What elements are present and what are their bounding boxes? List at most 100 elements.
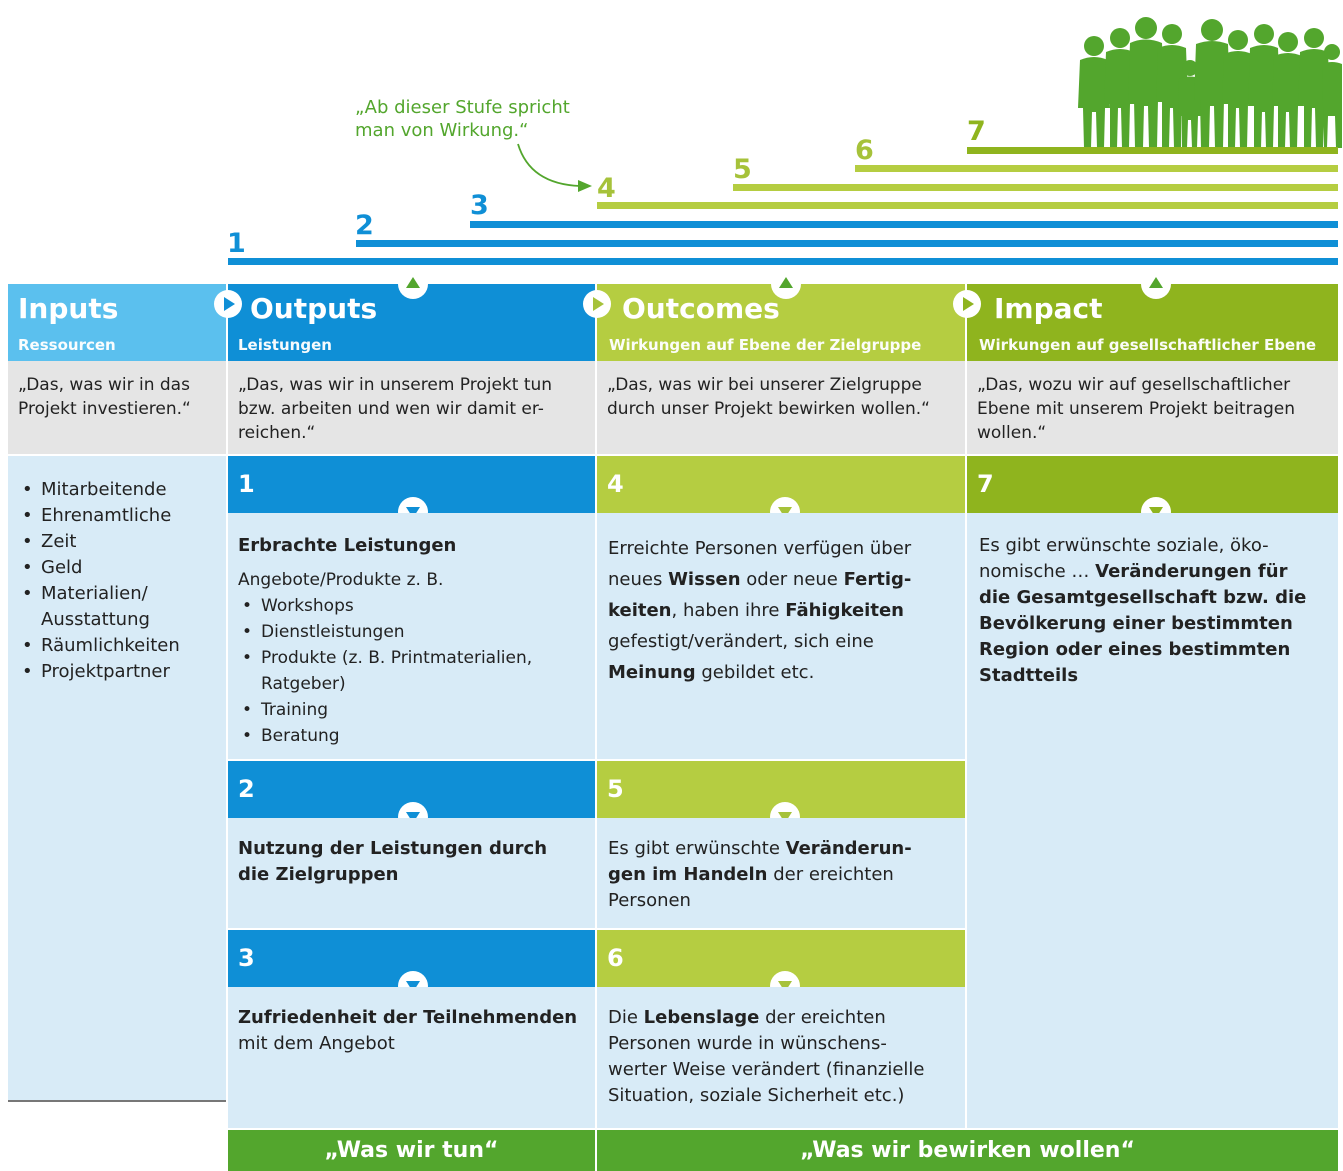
bold-span: Veränderungen für — [1095, 561, 1288, 582]
quote-outputs: „Das, was wir in unserem Projekt tun bzw… — [228, 361, 595, 454]
outcomes-step-4-content: Erreichte Personen verfügen über neues W… — [608, 533, 958, 688]
quote-impact: „Das, wozu wir auf gesellschaftlicher Eb… — [967, 361, 1338, 454]
impact-threshold-note: „Ab dieser Stufe spricht man von Wirkung… — [355, 96, 570, 142]
quote-line: bzw. arbeiten und wen wir damit er- — [238, 399, 544, 419]
text-line: Stadtteils — [979, 665, 1079, 686]
list-item: Beratung — [238, 723, 588, 749]
arrow-up-icon — [771, 269, 801, 299]
footer-what-we-achieve: „Was wir bewirken wollen“ — [597, 1130, 1338, 1171]
step-number-6: 6 — [855, 135, 874, 166]
bold-span: Lebenslage — [643, 1007, 760, 1028]
bold-span: keiten — [608, 600, 672, 621]
text-span: , haben ihre — [671, 600, 786, 621]
impact-step-7-content: Es gibt erwünschte soziale, öko- nomisch… — [979, 533, 1334, 689]
play-icon — [214, 290, 242, 318]
header-subtitle-outputs: Leistungen — [238, 336, 332, 354]
outcomes-step-6-cell: Die Lebenslage der ereichten Personen wu… — [597, 987, 965, 1128]
step-number-2: 2 — [355, 210, 374, 241]
text-line: die Zielgruppen — [238, 864, 399, 885]
bold-span: Fähigkeiten — [785, 600, 904, 621]
text-span: neues — [608, 569, 669, 590]
step-number-3: 3 — [470, 190, 489, 221]
list-item: Geld — [18, 555, 218, 581]
note-line-1: „Ab dieser Stufe spricht — [355, 97, 570, 118]
text-line: Region oder eines bestimmten — [979, 639, 1291, 660]
bold-span: Meinung — [608, 662, 696, 683]
text-line: Situation, soziale Sicherheit etc.) — [608, 1085, 905, 1106]
text-line: Es gibt erwünschte Veränderun- — [608, 836, 958, 862]
bold-span: Fertig- — [843, 569, 912, 590]
header-subtitle-impact: Wirkungen auf gesellschaftlicher Ebene — [979, 336, 1317, 354]
outcomes-step-6-content: Die Lebenslage der ereichten Personen wu… — [608, 1005, 963, 1109]
inputs-bottom-rule — [8, 1100, 226, 1102]
play-icon — [953, 290, 981, 318]
step-line-1 — [228, 258, 1338, 265]
text-line: Nutzung der Leistungen durch — [238, 838, 548, 859]
step-number: 1 — [238, 470, 255, 498]
quote-outcomes: „Das, was wir bei unserer Zielgruppe dur… — [597, 361, 965, 454]
text-line: Personen wurde in wünschens- — [608, 1033, 887, 1054]
header-title-outcomes: Outcomes — [622, 292, 780, 325]
note-line-2: man von Wirkung.“ — [355, 120, 529, 141]
quote-line: reichen.“ — [238, 423, 316, 443]
outcomes-step-5-cell: Es gibt erwünschte Veränderun- gen im Ha… — [597, 818, 965, 928]
text-line: Die Lebenslage der ereichten — [608, 1005, 963, 1031]
step-line-2 — [356, 240, 1338, 247]
step-number-5: 5 — [733, 154, 752, 185]
text-span: Erreichte Personen verfügen über — [608, 538, 912, 559]
step-number-4: 4 — [597, 173, 616, 204]
step-number: 4 — [607, 470, 624, 498]
list-item: Ehrenamtliche — [18, 503, 218, 529]
step-number: 6 — [607, 944, 624, 972]
text-line: werter Weise verändert (finanzielle — [608, 1059, 925, 1080]
outputs-step-1-content: Erbrachte Leistungen Angebote/Produkte z… — [238, 533, 588, 749]
services-list: Workshops Dienstleistungen Produkte (z. … — [238, 593, 588, 749]
quote-line: durch unser Projekt bewirken wollen.“ — [607, 399, 930, 419]
play-icon — [583, 290, 611, 318]
step-number-7: 7 — [967, 116, 986, 147]
quote-line: „Das, was wir bei unserer Zielgruppe — [607, 375, 922, 395]
step-line-7 — [967, 147, 1338, 154]
header-title-impact: Impact — [994, 292, 1103, 325]
inputs-list: Mitarbeitende Ehrenamtliche Zeit Geld Ma… — [18, 477, 218, 685]
people-silhouette-icon — [1078, 17, 1342, 148]
text-span: nomische … — [979, 561, 1096, 582]
text-span: gebildet etc. — [695, 662, 815, 683]
step-number: 7 — [977, 470, 994, 498]
arrow-up-icon — [398, 269, 428, 299]
text-line: nomische … Veränderungen für — [979, 559, 1334, 585]
text-span: der ereichten — [759, 1007, 886, 1028]
quote-line: wollen.“ — [977, 423, 1047, 443]
step-line-5 — [733, 184, 1338, 191]
step-heading: Erbrachte Leistungen — [238, 535, 457, 556]
quote-inputs: „Das, was wir in das Projekt investieren… — [8, 361, 226, 454]
text-span: Es gibt erwünschte — [608, 838, 786, 859]
list-item: Räumlichkeiten — [18, 633, 218, 659]
text-line: gen im Handeln der ereichten — [608, 862, 958, 888]
step-line-4 — [597, 202, 1338, 209]
quote-line: „Das, wozu wir auf gesellschaftlicher — [977, 375, 1291, 395]
list-item: Produkte (z. B. Printmaterialien, Ratgeb… — [238, 645, 558, 697]
footer-what-we-do: „Was wir tun“ — [228, 1130, 595, 1171]
step-number: 5 — [607, 775, 624, 803]
outputs-step-2-content: Nutzung der Leistungen durch die Zielgru… — [238, 836, 547, 888]
text-span: der ereichten — [767, 864, 894, 885]
step-line-6 — [855, 165, 1338, 172]
text-line: Es gibt erwünschte soziale, öko- — [979, 535, 1269, 556]
text-line: gefestigt/verändert, sich eine — [608, 626, 958, 657]
outcomes-step-5-content: Es gibt erwünschte Veränderun- gen im Ha… — [608, 836, 958, 914]
list-item: Projektpartner — [18, 659, 218, 685]
list-item: Training — [238, 697, 588, 723]
outputs-step-2-cell: Nutzung der Leistungen durch die Zielgru… — [228, 818, 595, 928]
outputs-step-3-content: Zufriedenheit der Teilnehmenden mit dem … — [238, 1005, 577, 1057]
list-item: Mitarbeitende — [18, 477, 218, 503]
header-title-outputs: Outputs — [250, 292, 378, 325]
step-number: 3 — [238, 944, 255, 972]
text-line: Bevölkerung einer bestimmten — [979, 613, 1293, 634]
header-impact: Impact Wirkungen auf gesellschaftlicher … — [967, 284, 1338, 361]
text-line: mit dem Angebot — [238, 1033, 395, 1054]
step-intro: Angebote/Produkte z. B. — [238, 570, 444, 590]
list-item: Materialien/ Ausstattung — [18, 581, 218, 633]
quote-line: „Das, was wir in das — [18, 375, 190, 395]
quote-line: „Das, was wir in unserem Projekt tun — [238, 375, 553, 395]
